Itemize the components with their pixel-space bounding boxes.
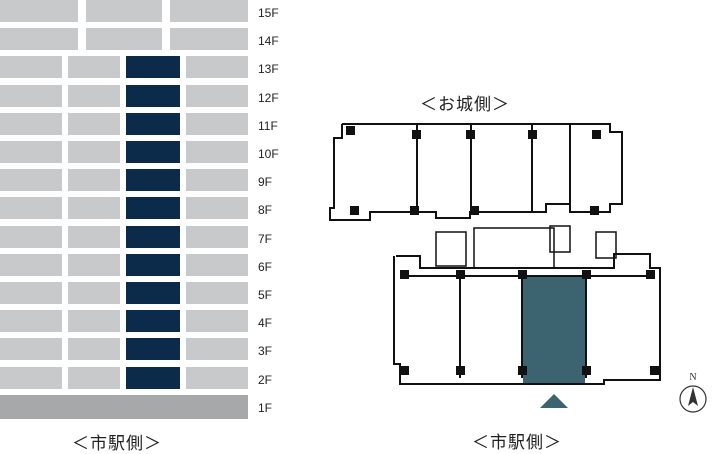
lower-block-columns <box>400 270 659 375</box>
unit-cell[interactable] <box>0 56 62 78</box>
highlighted-unit <box>523 277 585 383</box>
selected-unit-cell[interactable] <box>126 141 180 163</box>
floor-label-7f: 7F <box>258 232 273 246</box>
floor-stack: 15F 14F 13F 12F 11F 10F 9F 8F 7F 6F 5F 4F 3F 2F 1F <box>0 0 279 425</box>
floor-label-1f: 1F <box>258 401 273 415</box>
unit-cell[interactable] <box>186 226 248 248</box>
floor-label-9f: 9F <box>258 175 273 189</box>
upper-block <box>329 123 623 221</box>
unit-cell[interactable] <box>68 338 120 360</box>
unit-cell[interactable] <box>170 0 248 22</box>
unit-cell[interactable] <box>68 282 120 304</box>
selected-unit-cell[interactable] <box>126 113 180 135</box>
floor-label-10f: 10F <box>258 147 279 161</box>
unit-cell[interactable] <box>68 197 120 219</box>
unit-cell[interactable] <box>68 310 120 332</box>
plan-top-caption: ＜お城側＞ <box>420 95 510 115</box>
selected-unit-cell[interactable] <box>126 310 180 332</box>
stack-caption: ＜市駅側＞ <box>72 434 162 454</box>
unit-cell[interactable] <box>0 85 62 107</box>
selected-unit-cell[interactable] <box>126 197 180 219</box>
floor-label-3f: 3F <box>258 344 273 358</box>
floor-label-11f: 11F <box>258 119 278 133</box>
selected-unit-cell[interactable] <box>126 169 180 191</box>
unit-cell[interactable] <box>186 56 248 78</box>
unit-cell[interactable] <box>186 85 248 107</box>
unit-cell[interactable] <box>0 338 62 360</box>
unit-cell[interactable] <box>68 169 120 191</box>
central-core <box>435 225 617 269</box>
floor-label-6f: 6F <box>258 260 273 274</box>
unit-cell[interactable] <box>68 56 120 78</box>
unit-cell[interactable] <box>0 28 78 50</box>
unit-cell[interactable] <box>0 310 62 332</box>
floor-label-4f: 4F <box>258 316 273 330</box>
unit-cell[interactable] <box>86 28 162 50</box>
unit-cell[interactable] <box>186 197 248 219</box>
selected-unit-cell[interactable] <box>126 254 180 276</box>
unit-cell[interactable] <box>0 169 62 191</box>
unit-cell[interactable] <box>170 28 248 50</box>
unit-cell[interactable] <box>0 254 62 276</box>
selected-unit-cell[interactable] <box>126 56 180 78</box>
plan-bottom-caption: ＜市駅側＞ <box>472 433 562 453</box>
unit-cell[interactable] <box>68 226 120 248</box>
unit-cell[interactable] <box>0 367 62 389</box>
entrance-arrow <box>540 394 568 408</box>
selected-unit-cell[interactable] <box>126 338 180 360</box>
unit-cell[interactable] <box>186 113 248 135</box>
unit-cell[interactable] <box>68 254 120 276</box>
unit-cell[interactable] <box>86 0 162 22</box>
unit-cell[interactable] <box>186 169 248 191</box>
unit-cell[interactable] <box>186 141 248 163</box>
unit-cell[interactable] <box>68 367 120 389</box>
floor-label-12f: 12F <box>258 91 279 105</box>
floor-label-14f: 14F <box>258 34 279 48</box>
selected-unit-cell[interactable] <box>126 85 180 107</box>
selected-unit-cell[interactable] <box>126 226 180 248</box>
floor-label-13f: 13F <box>258 62 279 76</box>
unit-cell[interactable] <box>0 141 62 163</box>
unit-cell[interactable] <box>186 310 248 332</box>
floor-label-8f: 8F <box>258 203 273 217</box>
compass-label: N <box>689 372 696 383</box>
selected-unit-cell[interactable] <box>126 367 180 389</box>
unit-cell[interactable] <box>0 282 62 304</box>
unit-cell[interactable] <box>186 367 248 389</box>
upper-block-columns <box>346 126 601 215</box>
floor-plan <box>329 123 661 408</box>
unit-cell[interactable] <box>0 226 62 248</box>
unit-cell[interactable] <box>68 85 120 107</box>
unit-cell[interactable] <box>0 197 62 219</box>
unit-cell[interactable] <box>0 0 78 22</box>
north-compass-icon: N <box>679 372 707 413</box>
floor-label-15f: 15F <box>258 6 279 20</box>
unit-cell[interactable] <box>68 141 120 163</box>
ground-floor-bar <box>0 395 248 419</box>
unit-cell[interactable] <box>186 282 248 304</box>
unit-cell[interactable] <box>0 113 62 135</box>
unit-cell[interactable] <box>186 338 248 360</box>
selected-unit-cell[interactable] <box>126 282 180 304</box>
floor-label-5f: 5F <box>258 288 273 302</box>
unit-cell[interactable] <box>186 254 248 276</box>
floor-label-2f: 2F <box>258 373 273 387</box>
unit-cell[interactable] <box>68 113 120 135</box>
